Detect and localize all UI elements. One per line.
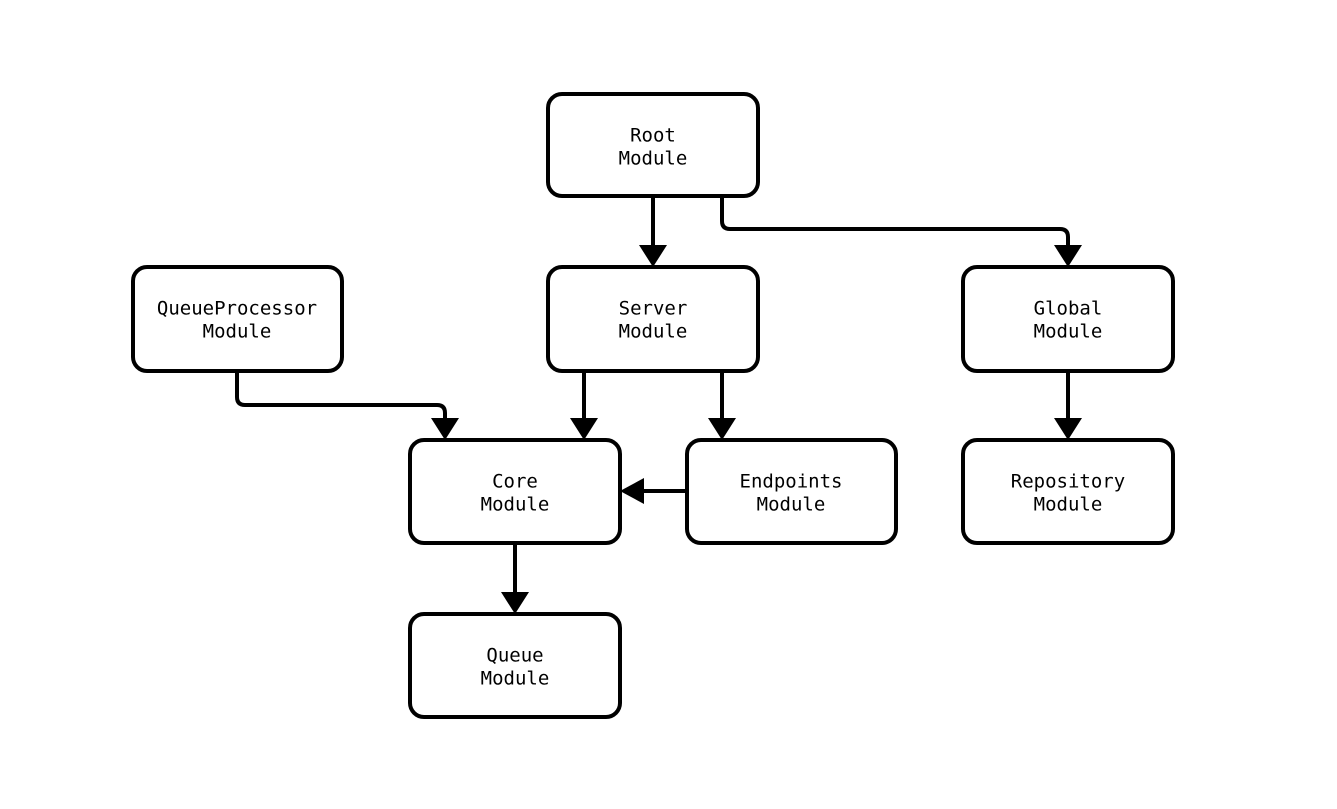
global-module-box[interactable] bbox=[961, 265, 1175, 373]
queue-module-label-line1: Queue bbox=[486, 645, 543, 667]
arrowhead-icon bbox=[570, 418, 598, 440]
server-module-label-line2: Module bbox=[619, 321, 688, 343]
edge-global-to-repository bbox=[1054, 371, 1082, 440]
edge-root-to-global-line bbox=[720, 196, 1070, 253]
root-module-node[interactable]: Root Module bbox=[546, 92, 760, 198]
edge-server-to-endpoints bbox=[708, 371, 736, 440]
edge-queueprocessor-to-core bbox=[235, 371, 459, 440]
repository-module-label-line1: Repository bbox=[1011, 471, 1125, 493]
root-module-box[interactable] bbox=[546, 92, 760, 198]
core-module-label-line1: Core bbox=[492, 471, 538, 493]
arrowhead-icon bbox=[1054, 245, 1082, 267]
edge-layer bbox=[235, 196, 1082, 614]
edge-endpoints-to-core bbox=[620, 478, 687, 504]
core-module-node[interactable]: Core Module bbox=[408, 438, 622, 545]
edge-root-to-server bbox=[639, 196, 667, 267]
arrowhead-icon bbox=[708, 418, 736, 440]
queue-module-box[interactable] bbox=[408, 612, 622, 719]
queue-module-label-line2: Module bbox=[481, 668, 550, 690]
global-module-label-line1: Global bbox=[1034, 298, 1103, 320]
queueprocessor-module-label-line2: Module bbox=[203, 321, 272, 343]
node-layer: Root Module QueueProcessor Module Server… bbox=[131, 92, 1175, 719]
global-module-label-line2: Module bbox=[1034, 321, 1103, 343]
repository-module-box[interactable] bbox=[961, 438, 1175, 545]
edge-root-to-global bbox=[720, 196, 1082, 267]
repository-module-node[interactable]: Repository Module bbox=[961, 438, 1175, 545]
root-module-label-line2: Module bbox=[619, 148, 688, 170]
queue-module-node[interactable]: Queue Module bbox=[408, 612, 622, 719]
server-module-box[interactable] bbox=[546, 265, 760, 373]
server-module-label-line1: Server bbox=[619, 298, 688, 320]
core-module-label-line2: Module bbox=[481, 494, 550, 516]
endpoints-module-label-line1: Endpoints bbox=[740, 471, 843, 493]
server-module-node[interactable]: Server Module bbox=[546, 265, 760, 373]
endpoints-module-label-line2: Module bbox=[757, 494, 826, 516]
arrowhead-icon bbox=[1054, 418, 1082, 440]
queueprocessor-module-box[interactable] bbox=[131, 265, 344, 373]
repository-module-label-line2: Module bbox=[1034, 494, 1103, 516]
edge-server-to-core bbox=[570, 371, 598, 440]
queueprocessor-module-node[interactable]: QueueProcessor Module bbox=[131, 265, 344, 373]
arrowhead-icon bbox=[501, 592, 529, 614]
endpoints-module-node[interactable]: Endpoints Module bbox=[685, 438, 898, 545]
edge-queueprocessor-to-core-line bbox=[235, 371, 447, 426]
endpoints-module-box[interactable] bbox=[685, 438, 898, 545]
global-module-node[interactable]: Global Module bbox=[961, 265, 1175, 373]
queueprocessor-module-label-line1: QueueProcessor bbox=[157, 298, 317, 320]
arrowhead-icon bbox=[639, 245, 667, 267]
arrowhead-icon bbox=[431, 418, 459, 440]
root-module-label-line1: Root bbox=[630, 125, 676, 147]
arrowhead-icon bbox=[620, 478, 644, 504]
core-module-box[interactable] bbox=[408, 438, 622, 545]
edge-core-to-queue bbox=[501, 543, 529, 614]
